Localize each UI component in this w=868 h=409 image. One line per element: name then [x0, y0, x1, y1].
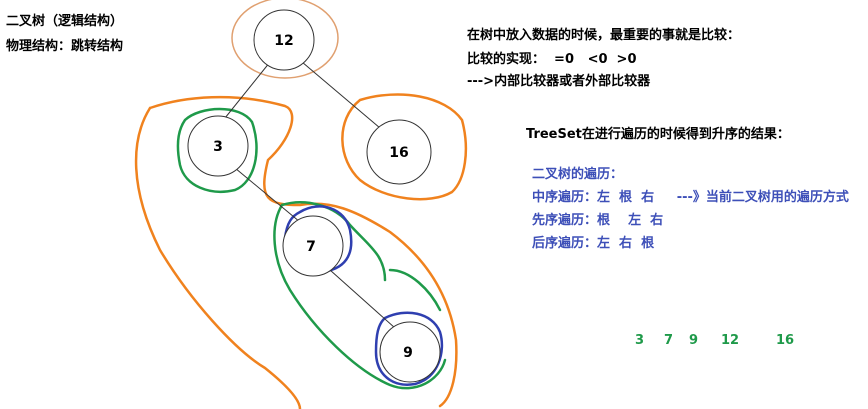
tree-node-16: 16 — [366, 119, 432, 185]
orange-loop-left-subtree — [134, 95, 458, 409]
edge-7-9 — [329, 269, 396, 329]
sequence-item-0: 3 — [635, 333, 645, 348]
traversal-preorder: 先序遍历：根 左 右 — [532, 213, 664, 228]
sequence-item-4: 16 — [776, 333, 795, 348]
node-label-12: 12 — [274, 33, 293, 49]
traversal-title: 二叉树的遍历： — [532, 167, 624, 182]
tree-node-7: 7 — [282, 215, 344, 277]
tree-node-12: 12 — [253, 9, 315, 71]
edge-12-3 — [224, 61, 271, 119]
traversal-postorder: 后序遍历：左 右 根 — [532, 236, 655, 251]
node-label-3: 3 — [213, 139, 223, 155]
orange-loop-right-subtree — [341, 93, 468, 201]
right-note-comparator: --->内部比较器或者外部比较器 — [467, 74, 651, 89]
edge-12-16 — [301, 61, 381, 129]
left-note-title: 二叉树（逻辑结构） — [6, 14, 124, 29]
right-note-comparison-impl: 比较的实现： =0 <0 >0 — [467, 52, 637, 67]
node-label-9: 9 — [403, 345, 413, 361]
green-loop-node-7-9 — [273, 201, 447, 390]
sequence-item-2: 9 — [689, 333, 699, 348]
node-label-16: 16 — [389, 145, 408, 161]
edge-3-7 — [234, 167, 301, 223]
node-label-7: 7 — [306, 239, 316, 255]
light-orange-loop-root — [231, 0, 339, 79]
right-note-comparison: 在树中放入数据的时候，最重要的事就是比较： — [467, 28, 741, 43]
blue-loop-node-9 — [374, 311, 444, 386]
tree-node-9: 9 — [379, 321, 441, 383]
treeset-note: TreeSet在进行遍历的时候得到升序的结果： — [526, 127, 790, 142]
sequence-item-3: 12 — [721, 333, 740, 348]
traversal-inorder: 中序遍历：左 根 右 ---》当前二叉树用的遍历方式 — [532, 190, 849, 205]
tree-node-3: 3 — [187, 115, 249, 177]
left-note-physical-structure: 物理结构：跳转结构 — [6, 39, 124, 54]
sequence-item-1: 7 — [664, 333, 674, 348]
